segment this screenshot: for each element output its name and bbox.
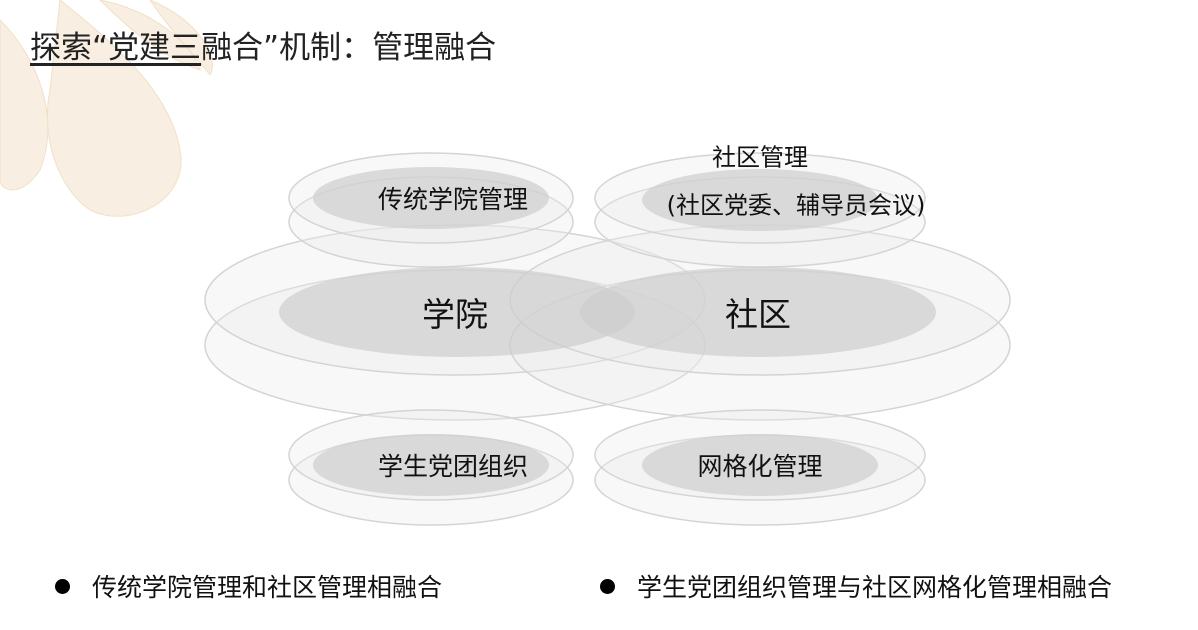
page-title: 探索“党建三融合”机制：管理融合 bbox=[30, 22, 496, 67]
label-grid-management: 网格化管理 bbox=[697, 452, 823, 481]
title-underlined: 探索“党建三 bbox=[30, 30, 202, 66]
bullet-dot-icon bbox=[600, 578, 615, 594]
bullet-item: 学生党团组织管理与社区网格化管理相融合 bbox=[600, 568, 1112, 604]
label-community: 社区 bbox=[725, 295, 791, 334]
bullet-text: 学生党团组织管理与社区网格化管理相融合 bbox=[637, 573, 1113, 602]
title-rest: 融合”机制：管理融合 bbox=[201, 30, 497, 66]
bullet-dot-icon bbox=[55, 578, 70, 594]
label-student-party-organization: 学生党团组织 bbox=[377, 452, 529, 481]
ellipse-top-left bbox=[313, 167, 549, 229]
label-traditional-college-management: 传统学院管理 bbox=[377, 185, 529, 214]
ellipse-bottom-right bbox=[642, 434, 878, 496]
label-community-management: 社区管理 bbox=[712, 143, 808, 172]
ellipse-community bbox=[580, 267, 936, 357]
ellipse-college bbox=[279, 267, 635, 357]
filled-ellipses bbox=[279, 167, 936, 496]
bullet-text: 传统学院管理和社区管理相融合 bbox=[92, 573, 443, 602]
ellipse-bottom-left bbox=[313, 434, 549, 496]
ginkgo-leaf-decoration bbox=[0, 0, 213, 217]
label-college: 学院 bbox=[422, 295, 488, 334]
ellipse-top-right bbox=[642, 169, 878, 231]
label-community-management-detail: (社区党委、辅导员会议) bbox=[666, 191, 926, 220]
bullet-item: 传统学院管理和社区管理相融合 bbox=[55, 568, 442, 604]
